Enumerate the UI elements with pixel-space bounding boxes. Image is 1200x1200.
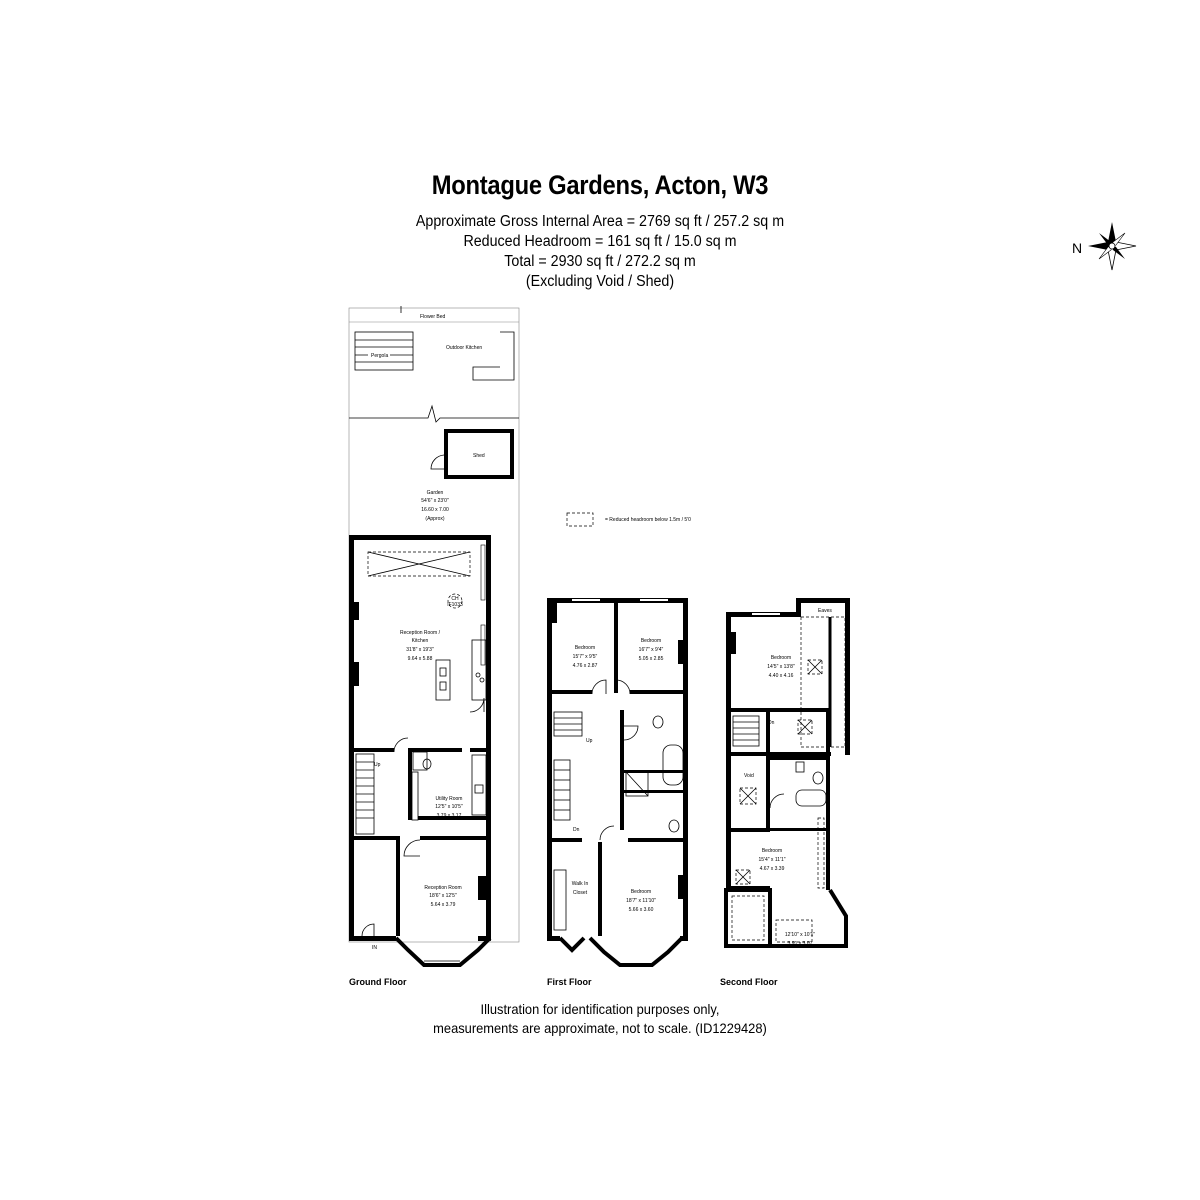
- second-down-label: Dn: [768, 720, 775, 726]
- reduced-headroom: Reduced Headroom = 161 sq ft / 15.0 sq m: [463, 233, 737, 250]
- flower-bed-label: Flower Bed: [420, 314, 446, 320]
- svg-text:5.05 x 2.85: 5.05 x 2.85: [639, 656, 664, 662]
- garden-metric: 16.60 x 7.00: [421, 507, 449, 513]
- garden-note: (Approx): [425, 516, 445, 522]
- svg-text:Kitchen: Kitchen: [412, 638, 429, 644]
- svg-text:Closet: Closet: [573, 890, 588, 896]
- svg-text:18'7" x 11'10": 18'7" x 11'10": [626, 898, 656, 904]
- disclaimer-line-1: Illustration for identification purposes…: [480, 1001, 720, 1017]
- ground-outer-walls: [349, 535, 491, 941]
- kitchen-skylight: [367, 551, 471, 577]
- second-room3-imperial: 12'10" x 10'1": [785, 932, 815, 938]
- first-down-label: Dn: [573, 827, 580, 833]
- svg-text:IF1033: IF1033: [447, 602, 463, 608]
- svg-text:CH: CH: [451, 596, 459, 602]
- shed-label: Shed: [473, 453, 485, 459]
- outdoor-kitchen-label: Outdoor Kitchen: [446, 345, 482, 351]
- boiler-cupboard: [447, 593, 463, 609]
- svg-text:3.91 x 3.07: 3.91 x 3.07: [788, 941, 813, 947]
- garden-boundary: [348, 307, 520, 943]
- gross-area: Approximate Gross Internal Area = 2769 s…: [415, 213, 785, 230]
- first-staircase: [553, 711, 583, 821]
- first-bed2-name: Bedroom: [641, 638, 661, 644]
- second-floor-label: Second Floor: [720, 977, 778, 987]
- void-label: Void: [744, 773, 754, 779]
- svg-text:15'7" x 9'5": 15'7" x 9'5": [573, 654, 598, 660]
- second-staircase: [732, 715, 760, 747]
- legend-text: = Reduced headroom below 1.5m / 5'0: [605, 517, 691, 523]
- pergola: Pergola: [354, 331, 414, 371]
- first-floor-plan: Up Dn Bedroom 15'7" x 9'5" 4.76 x 2.87 B…: [547, 598, 688, 987]
- ground-floor-label: Ground Floor: [349, 977, 407, 987]
- north-label: N: [1072, 240, 1083, 256]
- terrace-wall: [349, 404, 519, 423]
- svg-text:16'7" x 9'4": 16'7" x 9'4": [639, 647, 664, 653]
- first-up-label: Up: [586, 738, 593, 744]
- shed: Shed: [430, 429, 514, 479]
- garden-imperial: 54'6" x 23'0": [421, 498, 449, 504]
- reception-kitchen-metric: 9.64 x 5.88: [408, 656, 433, 662]
- ground-floor-plan: Flower Bed Pergola Outdoor Kitchen Shed …: [348, 306, 520, 987]
- svg-text:4.40 x 4.16: 4.40 x 4.16: [769, 673, 794, 679]
- second-floor-plan: Eaves Dn Void: [720, 598, 850, 987]
- ground-staircase: [355, 753, 375, 835]
- pergola-label: Pergola: [371, 353, 388, 359]
- headroom-legend: = Reduced headroom below 1.5m / 5'0: [566, 512, 691, 527]
- first-bed3-name: Bedroom: [631, 889, 651, 895]
- second-bed2-name: Bedroom: [762, 848, 782, 854]
- plan-title: Montague Gardens, Acton, W3: [431, 170, 769, 200]
- eaves-label: Eaves: [818, 608, 832, 614]
- ground-up-label: Up: [374, 762, 381, 768]
- svg-text:4.67 x 3.39: 4.67 x 3.39: [760, 866, 785, 872]
- reception-kitchen-name: Reception Room /: [400, 630, 441, 636]
- compass-rose-icon: [1088, 222, 1137, 271]
- legend-swatch: [566, 512, 594, 527]
- reception-kitchen-imperial: 31'8" x 19'3": [406, 647, 434, 653]
- svg-text:5.66 x 3.60: 5.66 x 3.60: [629, 907, 654, 913]
- disclaimer-line-2: measurements are approximate, not to sca…: [433, 1020, 767, 1036]
- ground-bay-window: [394, 936, 492, 967]
- area-note: (Excluding Void / Shed): [525, 273, 675, 290]
- kitchen-island: [435, 659, 451, 701]
- total-area: Total = 2930 sq ft / 272.2 sq m: [504, 253, 696, 270]
- kitchen-worktop: [471, 639, 487, 701]
- utility-metric: 3.79 x 3.17: [437, 813, 462, 819]
- utility-name: Utility Room: [436, 796, 463, 802]
- second-bed1-name: Bedroom: [771, 655, 791, 661]
- outdoor-kitchen-unit: [472, 331, 515, 381]
- first-floor-label: First Floor: [547, 977, 592, 987]
- svg-text:15'4" x 11'1": 15'4" x 11'1": [758, 857, 785, 863]
- first-bed1-name: Bedroom: [575, 645, 595, 651]
- entrance-label: IN: [372, 945, 377, 951]
- reception-name: Reception Room: [424, 885, 461, 891]
- svg-text:4.76 x 2.87: 4.76 x 2.87: [573, 663, 598, 669]
- garden-name: Garden: [427, 490, 444, 496]
- first-bath: [662, 744, 684, 786]
- utility-imperial: 12'5" x 10'5": [435, 804, 463, 810]
- first-bay-window: [588, 936, 684, 967]
- svg-text:14'5" x 13'8": 14'5" x 13'8": [767, 664, 795, 670]
- reception-metric: 5.64 x 3.79: [431, 902, 456, 908]
- walkin-closet-label: Walk In: [572, 881, 589, 887]
- reception-imperial: 18'6" x 12'5": [429, 893, 457, 899]
- closet-rail: [553, 869, 567, 931]
